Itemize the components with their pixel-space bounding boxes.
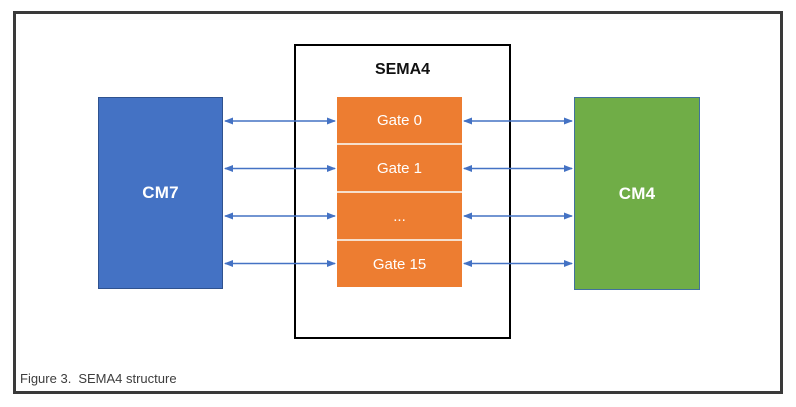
figure-label: Figure 3. [20,371,72,386]
sema4-container: SEMA4 Gate 0 Gate 1 ... Gate 15 [294,44,511,339]
gate-row-1: Gate 1 [337,143,462,191]
gate-row-ellipsis: ... [337,191,462,239]
cm4-box: CM4 [574,97,700,290]
sema4-title: SEMA4 [374,61,431,78]
gate-stack: Gate 0 Gate 1 ... Gate 15 [337,97,462,287]
figure-frame: CM7 SEMA4 Gate 0 Gate 1 ... Gate 15 CM4 [13,11,783,394]
gate-row-15: Gate 15 [337,239,462,287]
gate-row-0: Gate 0 [337,97,462,143]
cm7-label: CM7 [142,183,179,202]
cm4-label: CM4 [618,183,656,203]
figure-caption: Figure 3. SEMA4 structure [20,371,177,386]
cm7-box: CM7 [98,97,223,289]
figure-caption-text: SEMA4 structure [78,371,177,386]
